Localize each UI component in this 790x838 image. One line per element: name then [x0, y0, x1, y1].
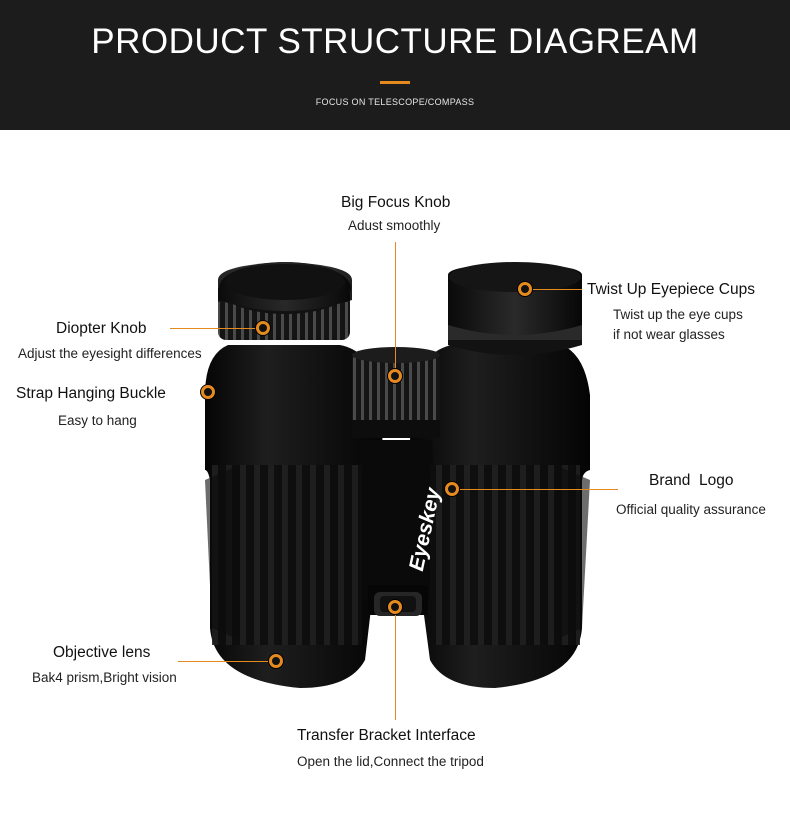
objective-marker: [269, 654, 283, 668]
bracket-leader-line: [395, 607, 396, 720]
diopter-leader-line: [170, 328, 263, 329]
page-subtitle: FOCUS ON TELESCOPE/COMPASS: [315, 97, 475, 107]
objective-title: Objective lens: [53, 644, 151, 661]
eyepiece-title: Twist Up Eyepiece Cups: [587, 281, 755, 298]
diopter-desc: Adjust the eyesight differences: [18, 346, 202, 361]
focus-knob-marker: [388, 369, 402, 383]
eyepiece-marker: [518, 282, 532, 296]
brand-logo-marker: [445, 482, 459, 496]
focus-knob-desc: Adust smoothly: [348, 218, 441, 233]
page-title: PRODUCT STRUCTURE DIAGREAM: [91, 22, 699, 61]
bracket-title: Transfer Bracket Interface: [297, 727, 476, 744]
objective-desc: Bak4 prism,Bright vision: [32, 670, 177, 685]
diopter-title: Diopter Knob: [56, 320, 147, 337]
header-banner: PRODUCT STRUCTURE DIAGREAM FOCUS ON TELE…: [0, 0, 790, 130]
eyepiece-desc-line1: Twist up the eye cups: [613, 307, 743, 322]
eyepiece-leader-line: [526, 289, 582, 290]
brand-desc: Official quality assurance: [616, 502, 766, 517]
brand-leader-line: [452, 489, 618, 490]
diopter-marker: [256, 321, 270, 335]
objective-leader-line: [178, 661, 276, 662]
strap-title: Strap Hanging Buckle: [16, 385, 166, 402]
strap-desc: Easy to hang: [58, 413, 137, 428]
brand-title: Brand Logo: [649, 472, 734, 489]
eyepiece-desc-line2: if not wear glasses: [613, 327, 725, 342]
strap-buckle-marker: [201, 385, 215, 399]
focus-knob-title: Big Focus Knob: [341, 194, 451, 211]
title-accent-bar: [380, 81, 410, 84]
focus-knob-leader-line: [395, 242, 396, 376]
bracket-desc: Open the lid,Connect the tripod: [297, 754, 484, 769]
bracket-marker: [388, 600, 402, 614]
